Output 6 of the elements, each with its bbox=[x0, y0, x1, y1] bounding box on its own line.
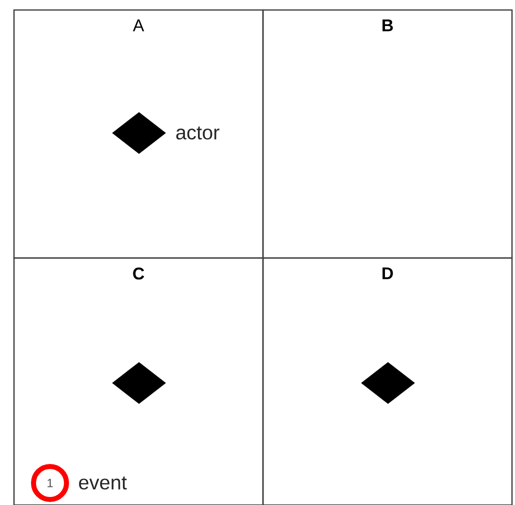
side-label: event bbox=[79, 476, 127, 490]
panel: B bbox=[262, 9, 513, 259]
diamond-marker bbox=[112, 362, 166, 404]
side-label: actor bbox=[176, 126, 220, 140]
panel: D bbox=[262, 257, 513, 505]
diamond-marker bbox=[361, 362, 415, 404]
